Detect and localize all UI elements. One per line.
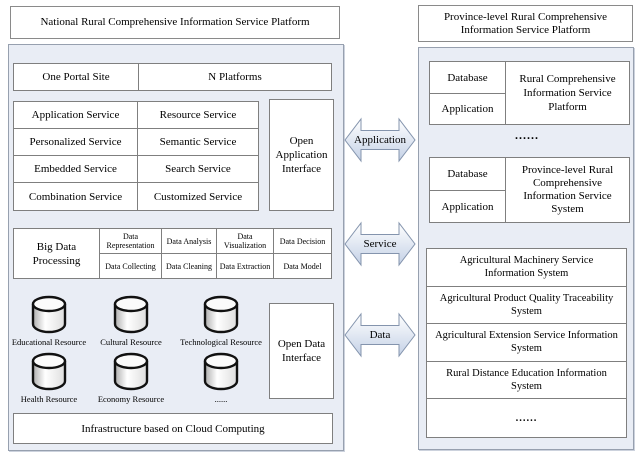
service-cell: Application Service bbox=[14, 102, 138, 129]
application-cell: Application bbox=[430, 94, 506, 124]
system-row: Agricultural Machinery Service Informati… bbox=[427, 249, 626, 287]
service-cell: Semantic Service bbox=[138, 129, 258, 156]
data-arrow: Data bbox=[344, 312, 416, 358]
resource-item: Cultural Resource bbox=[91, 295, 171, 347]
big-data-cell: Data Representation bbox=[100, 229, 162, 254]
national-platform-panel: One Portal Site N Platforms Application … bbox=[8, 44, 344, 451]
service-cell: Customized Service bbox=[138, 183, 258, 210]
database-cell: Database bbox=[430, 158, 506, 191]
big-data-cell: Data Cleaning bbox=[162, 254, 217, 278]
resource-item: Health Resource bbox=[11, 352, 87, 404]
service-cell: Resource Service bbox=[138, 102, 258, 129]
province-platform-title-label: Province-level Rural Comprehensive Infor… bbox=[443, 10, 608, 36]
application-arrow: Application bbox=[344, 117, 416, 163]
more-platforms-ellipsis: ...... bbox=[515, 128, 539, 142]
bidirectional-arrow-icon bbox=[344, 117, 416, 163]
bidirectional-arrow-icon bbox=[344, 221, 416, 267]
big-data-cell: Data Decision bbox=[274, 229, 331, 254]
systems-list: Agricultural Machinery Service Informati… bbox=[426, 248, 627, 438]
platform-block-label: Province-level Rural Comprehensive Infor… bbox=[506, 158, 629, 222]
resource-item: Economy Resource bbox=[91, 352, 171, 404]
system-row: Agricultural Extension Service Informati… bbox=[427, 324, 626, 362]
platform-block: Database Rural Comprehensive Information… bbox=[429, 61, 630, 125]
database-cell: Database bbox=[430, 62, 506, 94]
database-icon bbox=[113, 352, 149, 391]
service-arrow: Service bbox=[344, 221, 416, 267]
big-data-processing-cell: Big Data Processing bbox=[14, 229, 100, 278]
bidirectional-arrow-icon bbox=[344, 312, 416, 358]
resource-label: Educational Resource bbox=[11, 337, 87, 347]
platform-block-label: Rural Comprehensive Information Service … bbox=[506, 62, 629, 124]
resource-item: Technological Resource bbox=[171, 295, 271, 347]
database-icon bbox=[31, 352, 67, 391]
big-data-cell: Data Analysis bbox=[162, 229, 217, 254]
national-platform-title: National Rural Comprehensive Information… bbox=[10, 6, 340, 39]
database-icon bbox=[203, 295, 239, 334]
database-icon bbox=[203, 352, 239, 391]
resource-label: Economy Resource bbox=[97, 394, 165, 404]
big-data-cell: Data Visualization bbox=[217, 229, 274, 254]
open-application-interface-box: Open Application Interface bbox=[269, 99, 334, 211]
system-row: Agricultural Product Quality Traceabilit… bbox=[427, 286, 626, 325]
province-platform-panel: Database Rural Comprehensive Information… bbox=[418, 47, 634, 450]
platform-block: Database Province-level Rural Comprehens… bbox=[429, 157, 630, 223]
big-data-cell: Data Collecting bbox=[100, 254, 162, 278]
database-icon bbox=[113, 295, 149, 334]
n-platforms-box: N Platforms bbox=[139, 64, 331, 90]
service-cell: Combination Service bbox=[14, 183, 138, 210]
resource-label: Technological Resource bbox=[180, 337, 262, 347]
database-icon bbox=[31, 295, 67, 334]
big-data-cell: Data Extraction bbox=[217, 254, 274, 278]
service-cell: Personalized Service bbox=[14, 129, 138, 156]
arrow-label: Data bbox=[369, 328, 391, 341]
resource-item: Educational Resource bbox=[11, 295, 87, 347]
big-data-grid: Big Data Processing Data Representation … bbox=[13, 228, 332, 279]
resource-label: ...... bbox=[214, 394, 228, 404]
portal-row: One Portal Site N Platforms bbox=[13, 63, 332, 91]
arrow-label: Application bbox=[354, 133, 406, 146]
national-platform-title-label: National Rural Comprehensive Information… bbox=[40, 16, 310, 28]
system-row-ellipsis: ...... bbox=[427, 399, 626, 437]
big-data-cell: Data Model bbox=[274, 254, 331, 278]
one-portal-site-box: One Portal Site bbox=[14, 64, 139, 90]
service-cell: Embedded Service bbox=[14, 156, 138, 183]
system-row: Rural Distance Education Information Sys… bbox=[427, 361, 626, 400]
arrow-label: Service bbox=[363, 237, 397, 250]
infrastructure-box: Infrastructure based on Cloud Computing bbox=[13, 413, 333, 444]
resource-label: Cultural Resource bbox=[100, 337, 162, 347]
resource-label: Health Resource bbox=[20, 394, 78, 404]
application-cell: Application bbox=[430, 191, 506, 222]
service-cell: Search Service bbox=[138, 156, 258, 183]
open-data-interface-box: Open Data Interface bbox=[269, 303, 334, 399]
services-grid: Application Service Resource Service Per… bbox=[13, 101, 259, 211]
province-platform-title: Province-level Rural Comprehensive Infor… bbox=[418, 5, 633, 42]
resource-item: ...... bbox=[171, 352, 271, 404]
